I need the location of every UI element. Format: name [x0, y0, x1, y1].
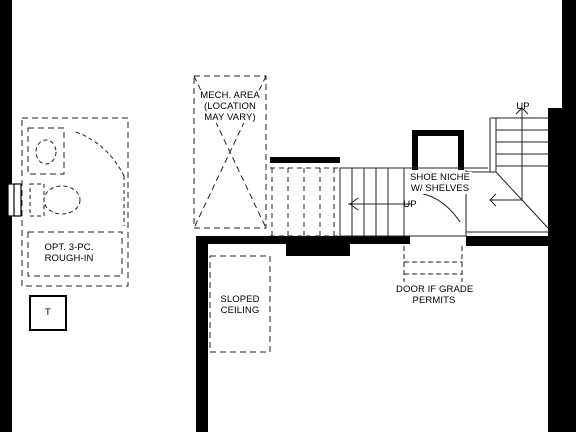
niche-wall-right — [458, 130, 464, 170]
left-exterior-wall — [0, 0, 12, 432]
opt-rough-in-line-2: ROUGH-IN — [44, 253, 94, 264]
opt-rough-in-label: OPT. 3-PC. ROUGH-IN — [34, 242, 104, 264]
door-if-grade-line-1: DOOR IF GRADE — [396, 284, 474, 295]
shoe-niche-line-2: W/ SHELVES — [408, 183, 472, 194]
door-if-grade-line-2: PERMITS — [412, 295, 456, 306]
sloped-ceiling-line-1: SLOPED — [220, 294, 260, 305]
stair-up-label-1: UP — [403, 199, 417, 210]
center-wall-notch — [286, 236, 350, 256]
shoe-niche-line-1: SHOE NICHE — [408, 172, 472, 183]
stair-up-label-2: UP — [516, 101, 530, 112]
window-left — [7, 183, 22, 217]
tub-swing — [75, 131, 125, 226]
door-if-grade-label: DOOR IF GRADE PERMITS — [396, 284, 474, 306]
tank-label: T — [45, 307, 51, 318]
sink-icon — [35, 139, 57, 165]
sloped-ceiling-area — [209, 255, 271, 353]
mech-area-line-1: MECH. AREA — [196, 90, 264, 101]
door-if-grade — [403, 246, 463, 282]
dashed-stair-treads — [270, 167, 340, 237]
shoe-niche-label: SHOE NICHE W/ SHELVES — [408, 172, 472, 194]
mech-area-label: MECH. AREA (LOCATION MAY VARY) — [196, 90, 264, 123]
opt-rough-in-area — [21, 117, 129, 287]
mech-area-line-3: MAY VARY) — [196, 112, 264, 123]
toilet-icon — [29, 183, 81, 217]
stair-right-wall — [548, 108, 562, 238]
right-exterior-wall — [562, 0, 576, 432]
lower-left-wall — [196, 236, 208, 432]
right-block-wall — [466, 236, 562, 246]
niche-wall-left — [412, 130, 418, 170]
sloped-ceiling-label: SLOPED CEILING — [212, 294, 268, 316]
mech-area — [193, 75, 267, 229]
sloped-ceiling-line-2: CEILING — [220, 305, 260, 316]
tank-icon — [29, 295, 67, 331]
niche-wall-top — [412, 130, 464, 136]
stair-top-wall — [270, 157, 340, 163]
main-stair — [339, 167, 412, 237]
mech-area-line-2: (LOCATION — [196, 101, 264, 112]
lower-right-wall — [548, 236, 562, 432]
opt-rough-in-line-1: OPT. 3-PC. — [44, 242, 94, 253]
upper-stair — [466, 107, 549, 233]
